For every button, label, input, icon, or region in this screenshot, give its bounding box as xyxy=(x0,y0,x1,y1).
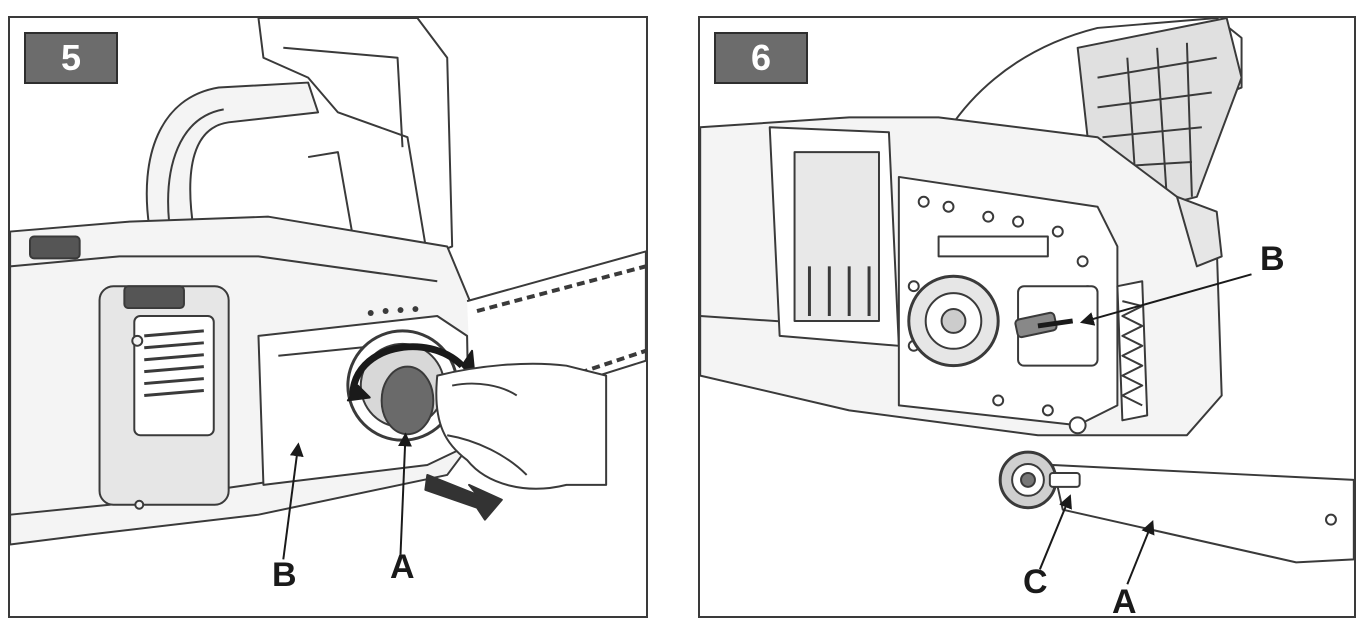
callout-arrow-c xyxy=(1038,494,1072,570)
step-number-badge: 5 xyxy=(24,32,118,84)
pull-direction-arrow xyxy=(424,473,503,521)
chain-brake-guard xyxy=(257,18,454,258)
removed-guide-bar xyxy=(1051,464,1354,564)
hand-turning-knob xyxy=(435,362,608,490)
step-number-badge: 6 xyxy=(714,32,808,84)
chainsaw-cover-removal-illustration xyxy=(10,18,646,560)
callout-arrow-b xyxy=(282,442,304,560)
rear-handle-outline xyxy=(145,81,320,233)
figure-panel-5: 5 xyxy=(8,16,648,618)
callout-label-a: A xyxy=(1112,583,1137,618)
locking-knob-handle xyxy=(380,365,435,436)
figure-panel-6: 6 xyxy=(698,16,1356,618)
callout-label-c: C xyxy=(1023,563,1048,601)
callout-arrow-a xyxy=(1126,520,1155,585)
callout-label-b: B xyxy=(1260,240,1285,278)
callout-label-a: A xyxy=(390,548,415,586)
callout-arrow-b xyxy=(1079,273,1252,326)
chainsaw-bar-removal-illustration xyxy=(700,18,1354,585)
rear-handle-grip xyxy=(167,108,224,222)
callout-arrow-a xyxy=(398,432,412,555)
rotation-arrow xyxy=(349,343,465,396)
bar-stud xyxy=(1014,311,1058,339)
callout-label-b: B xyxy=(272,556,297,594)
